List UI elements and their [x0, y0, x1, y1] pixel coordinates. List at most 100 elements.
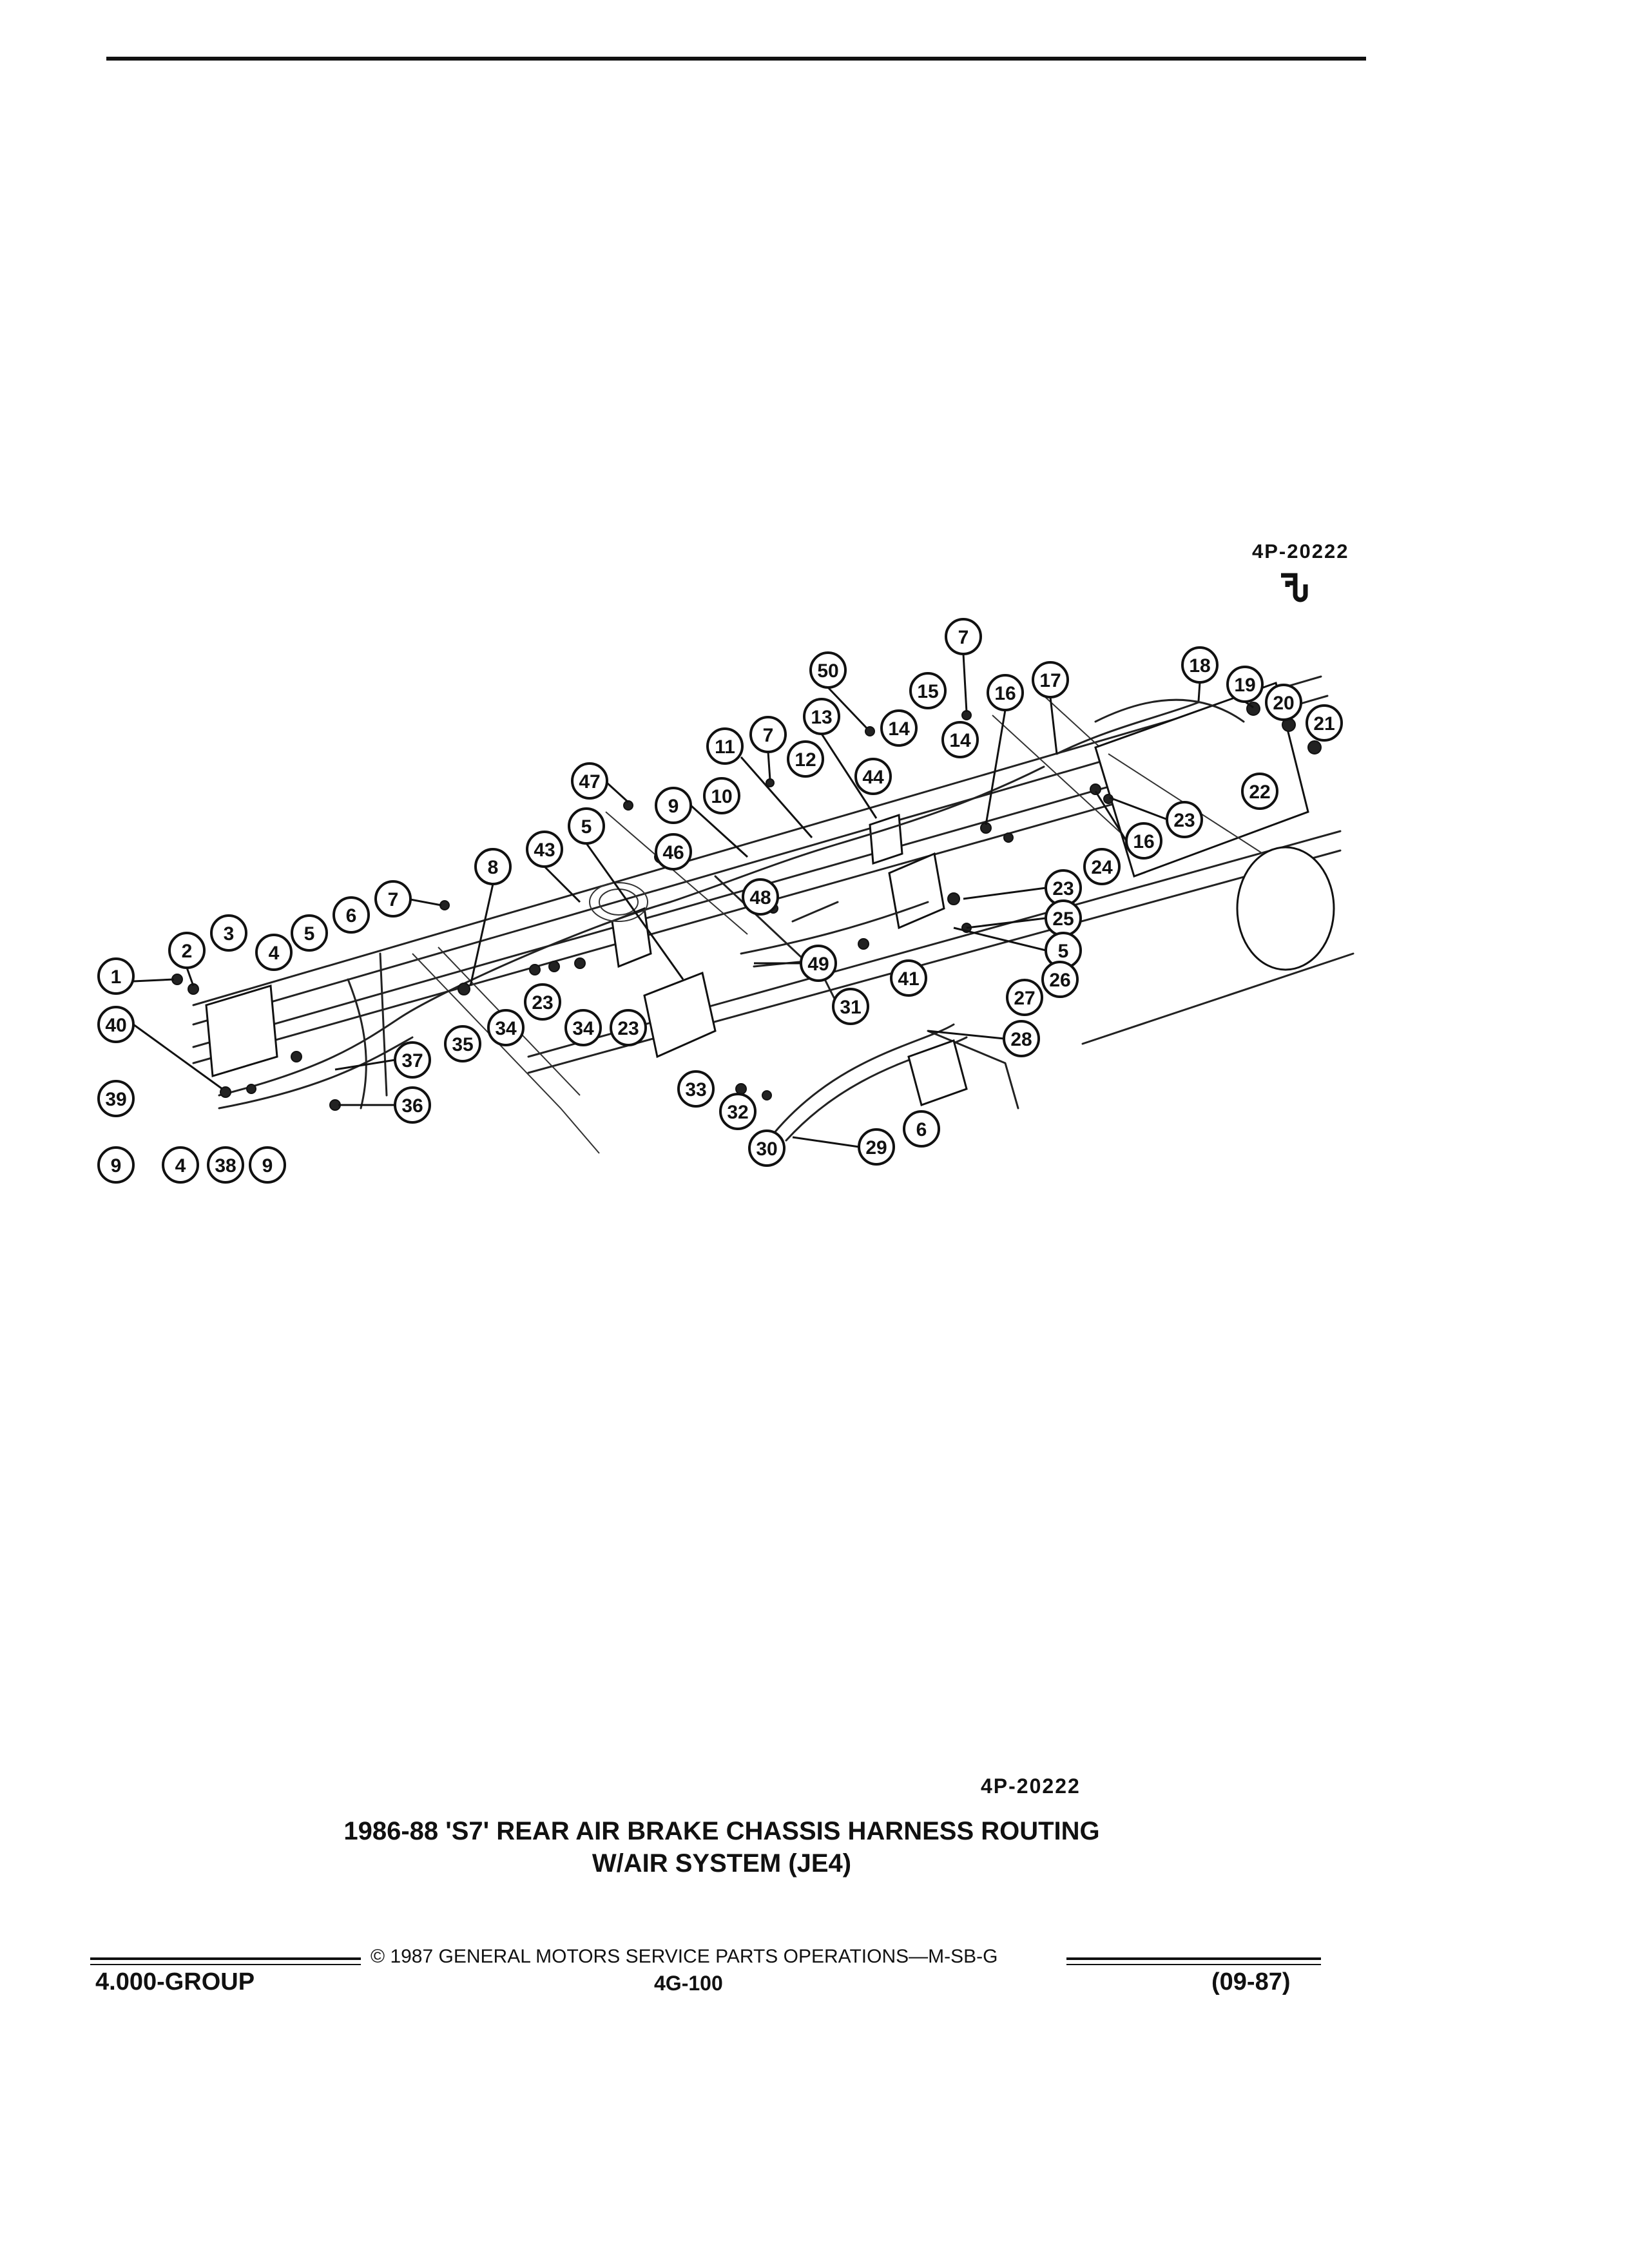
- callout-label: 18: [1189, 655, 1210, 677]
- callout-circle: [207, 1146, 244, 1184]
- callout-circle: [568, 807, 605, 845]
- callout-23: 23: [1045, 869, 1082, 907]
- callout-circle: [748, 1129, 786, 1167]
- callout-23: 23: [1166, 801, 1203, 838]
- callout-circle: [162, 1146, 199, 1184]
- callout-11: 11: [706, 727, 744, 765]
- callout-label: 31: [840, 997, 861, 1018]
- callout-circle: [742, 878, 779, 916]
- callout-label: 12: [795, 749, 816, 771]
- callout-label: 37: [401, 1050, 423, 1072]
- callout-38: 38: [207, 1146, 244, 1184]
- callout-circle: [524, 983, 561, 1021]
- callout-label: 9: [111, 1155, 122, 1177]
- callout-circle: [703, 777, 740, 814]
- callout-22: 22: [1241, 773, 1278, 810]
- callout-circle: [832, 988, 869, 1025]
- callout-label: 38: [215, 1155, 236, 1177]
- callout-circle: [987, 674, 1024, 711]
- callout-9: 9: [655, 787, 692, 824]
- callout-32: 32: [719, 1093, 757, 1130]
- callout-circle: [249, 1146, 286, 1184]
- callout-23: 23: [524, 983, 561, 1021]
- callout-label: 28: [1010, 1029, 1032, 1050]
- callout-label: 22: [1249, 782, 1270, 803]
- caption-code: 4P-20222: [981, 1774, 1081, 1798]
- callout-circle: [526, 831, 563, 868]
- footer-copyright: © 1987 GENERAL MOTORS SERVICE PARTS OPER…: [371, 1946, 998, 1967]
- callout-circle: [677, 1070, 715, 1108]
- callout-circle: [890, 959, 927, 997]
- callout-39: 39: [97, 1080, 135, 1117]
- footer-rule-left: [90, 1957, 361, 1960]
- callout-circle: [394, 1086, 431, 1124]
- footer-rule-right: [1066, 1957, 1321, 1960]
- callout-label: 4: [175, 1155, 186, 1177]
- callout-circle: [655, 787, 692, 824]
- callout-1: 1: [97, 957, 135, 995]
- callout-circle: [880, 709, 918, 747]
- callout-circle: [858, 1128, 895, 1166]
- callout-circle: [333, 896, 370, 934]
- callout-label: 16: [994, 683, 1016, 704]
- callout-14: 14: [880, 709, 918, 747]
- caption-title-line1: 1986-88 'S7' REAR AIR BRAKE CHASSIS HARN…: [343, 1817, 1100, 1845]
- callout-label: 10: [711, 786, 732, 807]
- callout-circle: [1003, 1020, 1040, 1057]
- callout-label: 17: [1039, 670, 1061, 691]
- callout-6: 6: [903, 1110, 940, 1148]
- callout-circle: [809, 651, 847, 689]
- callout-circle: [97, 1006, 135, 1043]
- illustration-code: 4P-20222: [1252, 540, 1349, 562]
- callout-circle: [719, 1093, 757, 1130]
- callout-label: 24: [1091, 857, 1113, 878]
- callout-circle: [1125, 822, 1162, 860]
- callout-circle: [803, 698, 840, 735]
- leader-lines: [133, 653, 1254, 1148]
- callout-circle: [909, 672, 947, 709]
- caption-title-line2: W/AIR SYSTEM (JE4): [592, 1849, 852, 1878]
- callout-circle: [168, 932, 206, 969]
- callout-circle: [374, 880, 412, 918]
- callout-41: 41: [890, 959, 927, 997]
- callout-28: 28: [1003, 1020, 1040, 1057]
- callout-label: 34: [572, 1018, 594, 1039]
- callout-49: 49: [800, 945, 837, 982]
- callout-29: 29: [858, 1128, 895, 1166]
- callout-circle: [1041, 961, 1079, 998]
- callout-label: 2: [182, 941, 193, 962]
- callout-33: 33: [677, 1070, 715, 1108]
- callout-circle: [1265, 684, 1302, 721]
- callout-label: 50: [817, 660, 838, 682]
- callout-9: 9: [97, 1146, 135, 1184]
- callout-4: 4: [162, 1146, 199, 1184]
- callout-37: 37: [394, 1041, 431, 1079]
- footer-rule-bottom-left: [90, 1964, 361, 1965]
- callout-18: 18: [1181, 646, 1219, 684]
- callout-label: 23: [1173, 810, 1195, 831]
- callout-label: 29: [865, 1137, 887, 1158]
- callout-7: 7: [945, 618, 982, 655]
- callout-label: 30: [756, 1139, 777, 1160]
- callout-10: 10: [703, 777, 740, 814]
- callout-label: 41: [898, 968, 919, 990]
- callout-label: 35: [452, 1034, 473, 1055]
- callout-12: 12: [787, 740, 824, 778]
- footer-rule-bottom-right: [1066, 1964, 1321, 1965]
- callout-circle: [97, 1080, 135, 1117]
- callout-label: 4: [269, 943, 280, 964]
- callout-5: 5: [1045, 932, 1082, 969]
- callout-25: 25: [1045, 899, 1082, 937]
- callout-23: 23: [610, 1009, 647, 1046]
- callout-30: 30: [748, 1129, 786, 1167]
- callout-circle: [610, 1009, 647, 1046]
- callout-label: 8: [488, 857, 499, 878]
- callout-label: 7: [763, 725, 774, 746]
- callout-label: 27: [1014, 988, 1035, 1009]
- callout-circle: [97, 957, 135, 995]
- callout-4: 4: [255, 934, 293, 971]
- callout-26: 26: [1041, 961, 1079, 998]
- callout-label: 6: [346, 905, 357, 927]
- callout-circle: [1166, 801, 1203, 838]
